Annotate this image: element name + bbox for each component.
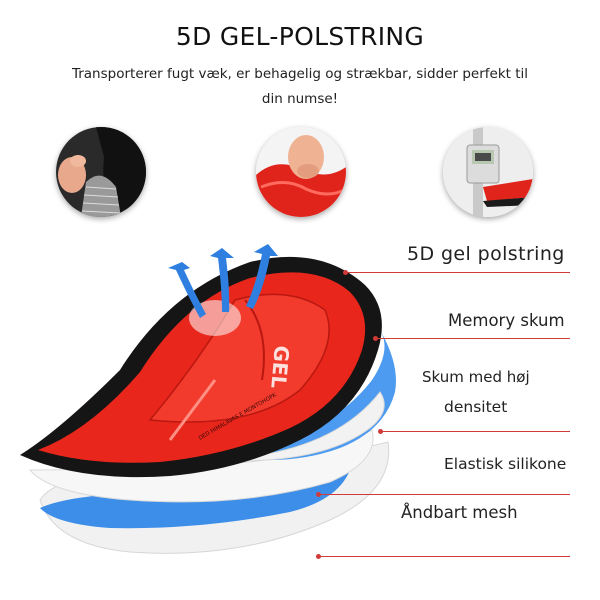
leader-line-gel	[345, 272, 570, 273]
leader-dot-mesh	[316, 554, 321, 559]
layer-label-mesh: Åndbart mesh	[401, 503, 518, 522]
pad-logo-text: GEL	[266, 345, 294, 390]
layer-label-silicone: Elastisk silikone	[444, 455, 567, 473]
moisture-arrow-icon	[168, 244, 278, 318]
layer-label-high-density-foam-line-2: densitet	[444, 398, 508, 416]
layer-label-gel: 5D gel polstring	[407, 243, 565, 265]
leader-dot-gel	[343, 270, 348, 275]
leader-line-mesh	[318, 556, 570, 557]
detail-photo-measure	[443, 127, 533, 217]
leader-line-high-density-foam	[380, 431, 570, 432]
finger-press-icon	[256, 127, 346, 217]
detail-photo-press	[256, 127, 346, 217]
leader-line-silicone	[318, 494, 570, 495]
layer-label-high-density-foam: Skum med høj	[422, 368, 530, 386]
page-subtitle: Transporterer fugt væk, er behagelig og …	[71, 66, 529, 107]
pad-layers-illustration: GEL DED HIMALAVAS E MONTOHOPK	[20, 244, 396, 554]
detail-photo-stretch	[56, 127, 146, 217]
page-title: 5D GEL-POLSTRING	[175, 22, 425, 51]
leader-dot-high-density-foam	[378, 429, 383, 434]
layer-label-memory-foam: Memory skum	[448, 311, 565, 330]
leader-dot-silicone	[316, 492, 321, 497]
leader-dot-memory-foam	[373, 336, 378, 341]
fabric-stretch-icon	[56, 127, 146, 217]
leader-line-memory-foam	[375, 338, 570, 339]
caliper-measure-icon	[443, 127, 533, 217]
